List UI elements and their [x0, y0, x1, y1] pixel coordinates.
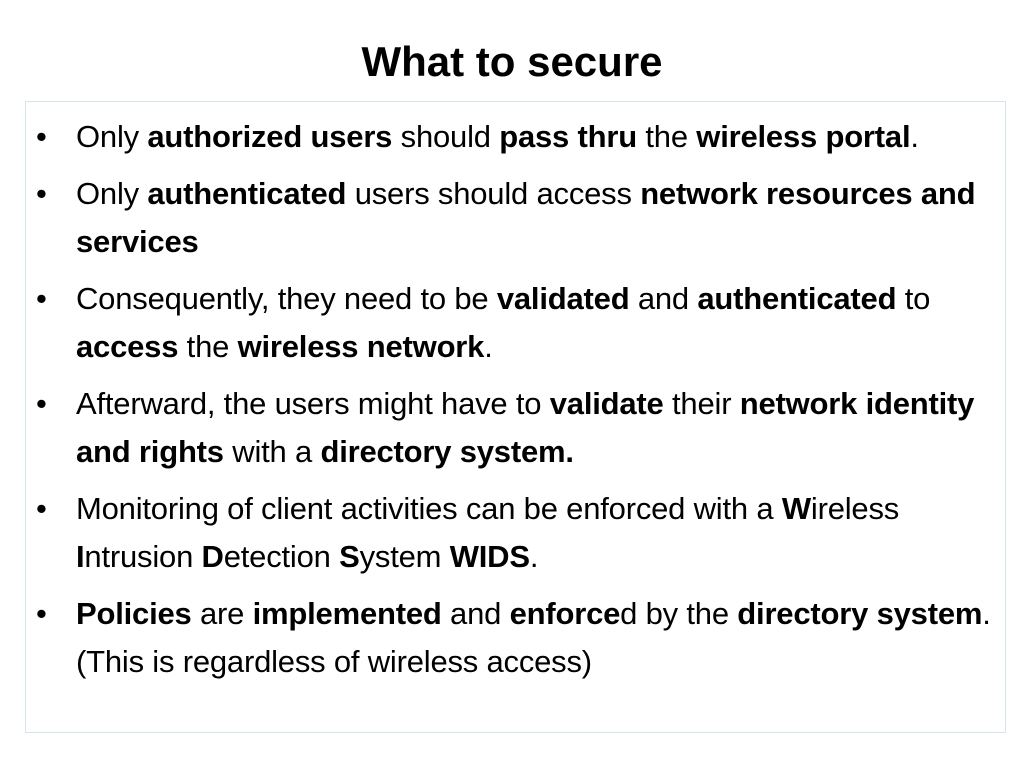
- bullet-text-segment: ystem: [359, 539, 450, 574]
- bullet-text: Afterward, the users might have to valid…: [76, 386, 974, 469]
- bullet-text-segment: users should access: [346, 176, 641, 211]
- bullet-text-segment: .: [484, 329, 493, 364]
- bullet-text: Consequently, they need to be validated …: [76, 281, 930, 364]
- bullet-text-segment: the: [636, 119, 697, 154]
- bullet-text-segment: d by the: [620, 596, 738, 631]
- bullet-bold-segment: D: [201, 539, 224, 574]
- bullet-dot-icon: •: [36, 176, 47, 211]
- bullet-bold-segment: wireless network: [237, 329, 485, 364]
- bullet-bold-segment: I: [76, 539, 85, 574]
- bullet-text-segment: .: [529, 539, 539, 574]
- bullet-text-segment: and: [629, 281, 698, 316]
- bullet-bold-segment: WIDS: [449, 539, 530, 574]
- bullet-text-segment: to: [896, 281, 931, 316]
- bullet-text-segment: etection: [223, 539, 340, 574]
- bullet-item: • Only authorized users should pass thru …: [26, 113, 1007, 161]
- bullet-dot-icon: •: [36, 386, 47, 421]
- bullet-text-segment: should: [392, 119, 500, 154]
- bullet-item: • Monitoring of client activities can be …: [26, 485, 1007, 581]
- bullet-text-segment: their: [663, 386, 740, 421]
- bullet-bold-segment: network identity and rights: [76, 386, 975, 469]
- bullet-bold-segment: authenticated: [697, 281, 897, 316]
- bullet-bold-segment: Policies: [76, 596, 192, 631]
- bullet-bold-segment: access: [76, 329, 179, 364]
- bullet-dot-icon: •: [36, 281, 47, 316]
- bullet-text-segment: ntrusion: [84, 539, 202, 574]
- bullet-list: • Only authorized users should pass thru …: [26, 113, 1007, 695]
- bullet-text-segment: the: [178, 329, 238, 364]
- bullet-dot-icon: •: [36, 596, 47, 631]
- bullet-text-segment: .: [910, 119, 919, 154]
- bullet-text: Only authorized users should pass thru t…: [76, 119, 919, 154]
- bullet-bold-segment: validate: [549, 386, 664, 421]
- bullet-bold-segment: S: [339, 539, 360, 574]
- bullet-bold-segment: authorized users: [147, 119, 393, 154]
- bullet-bold-segment: directory system.: [320, 434, 574, 469]
- bullet-text-segment: are: [191, 596, 253, 631]
- bullet-text-segment: Monitoring of client activities can be e…: [76, 491, 782, 526]
- slide-title: What to secure: [361, 38, 663, 85]
- bullet-text: Monitoring of client activities can be e…: [76, 491, 899, 574]
- bullet-text-segment: Consequently, they need to be: [76, 281, 497, 316]
- bullet-bold-segment: directory system: [737, 596, 983, 631]
- bullet-text-segment: Only: [76, 176, 148, 211]
- bullet-dot-icon: •: [36, 119, 47, 154]
- bullet-item: • Consequently, they need to be validated…: [26, 275, 1007, 371]
- bullet-text-segment: Only: [76, 119, 148, 154]
- bullet-bold-segment: implemented: [252, 596, 442, 631]
- bullet-text-segment: and: [441, 596, 510, 631]
- bullet-text: Policies are implemented and enforced by…: [76, 596, 991, 679]
- bullet-dot-icon: •: [36, 491, 47, 526]
- bullet-item: • Afterward, the users might have to vali…: [26, 380, 1007, 476]
- bullet-text-segment: with a: [223, 434, 321, 469]
- bullet-bold-segment: network resources and services: [76, 176, 976, 259]
- bullet-bold-segment: validated: [496, 281, 630, 316]
- bullet-item: • Policies are implemented and enforced b…: [26, 590, 1007, 686]
- content-box: • Only authorized users should pass thru …: [25, 101, 1006, 733]
- bullet-bold-segment: authenticated: [147, 176, 347, 211]
- bullet-bold-segment: W: [781, 491, 811, 526]
- bullet-text-segment: ireless: [810, 491, 900, 526]
- bullet-bold-segment: wireless portal: [696, 119, 911, 154]
- bullet-bold-segment: pass thru: [499, 119, 637, 154]
- bullet-text-segment: Afterward, the users might have to: [76, 386, 550, 421]
- bullet-text: Only authenticated users should access n…: [76, 176, 976, 259]
- bullet-text-segment: . (This is regardless of wireless access…: [76, 596, 991, 679]
- bullet-bold-segment: enforce: [509, 596, 621, 631]
- bullet-item: • Only authenticated users should access …: [26, 170, 1007, 266]
